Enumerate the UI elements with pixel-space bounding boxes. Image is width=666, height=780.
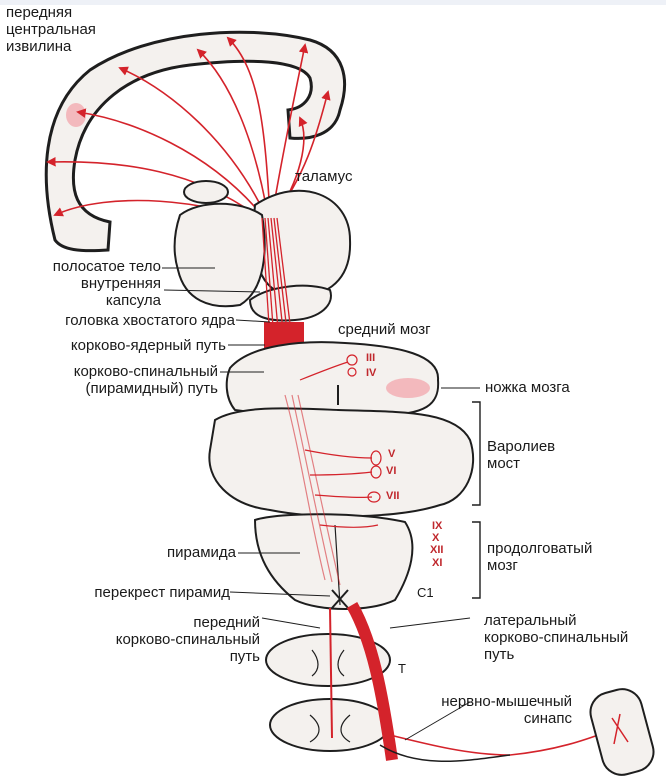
nerve-IX: IX: [432, 520, 442, 532]
nerve-XI: XI: [432, 557, 442, 569]
nerve-VII: VII: [386, 490, 399, 502]
nerve-V: V: [388, 448, 395, 460]
nerve-IV: IV: [366, 367, 376, 379]
nerve-VI: VI: [386, 465, 396, 477]
nerve-XII: XII: [430, 544, 443, 556]
nerve-X: X: [432, 532, 439, 544]
nerve-III: III: [366, 352, 375, 364]
